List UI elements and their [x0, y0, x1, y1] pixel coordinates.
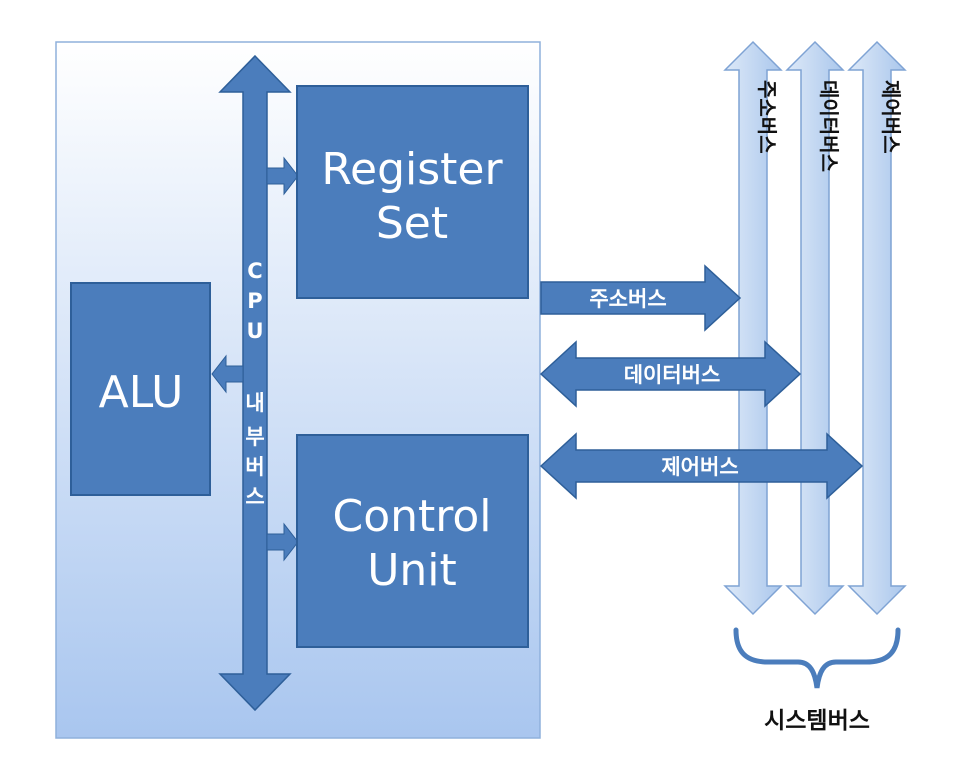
control-unit-label-line2: Unit [367, 545, 457, 596]
data-bus-label: 데이터버스 [624, 363, 721, 387]
address-bus: 주소버스 [540, 264, 742, 332]
register-set-block: Register Set [296, 85, 529, 299]
cpu-internal-bus-arrow [218, 54, 292, 712]
data-bus: 데이터버스 [539, 340, 802, 408]
system-bus-caption: 시스템버스 [764, 708, 870, 734]
connector-arrow-to-control-unit [266, 522, 299, 562]
system-control-bus-label: 제어버스 [879, 80, 903, 154]
control-unit-block: Control Unit [296, 434, 529, 648]
system-data-bus-label: 데이터버스 [817, 80, 841, 172]
address-bus-label: 주소버스 [589, 287, 666, 311]
internal-bus-char: U [246, 319, 263, 343]
address-bus-arrow [540, 264, 742, 332]
internal-bus-char: P [247, 289, 262, 313]
internal-bus-char: 부 [245, 425, 264, 449]
control-unit-label-line1: Control [332, 491, 491, 542]
system-control-bus-arrow [847, 40, 907, 616]
connector-arrow-to-alu [211, 354, 244, 394]
connector-arrow-to-register-set [266, 156, 299, 196]
cpu-internal-bus-label: C P U 내 부 버 스 [245, 259, 264, 509]
register-set-label-line2: Set [376, 198, 448, 249]
system-bus-brace [733, 627, 901, 689]
control-bus-arrow [539, 432, 864, 500]
internal-bus-char: C [247, 259, 262, 283]
internal-bus-char: 버 [245, 455, 264, 479]
control-bus: 제어버스 [539, 432, 864, 500]
alu-block: ALU [70, 282, 211, 496]
alu-label: ALU [99, 367, 184, 418]
internal-bus-char: 스 [245, 485, 264, 509]
control-bus-label: 제어버스 [661, 455, 738, 479]
data-bus-arrow [539, 340, 802, 408]
register-set-label-line1: Register [321, 144, 503, 195]
system-address-bus-label: 주소버스 [755, 80, 779, 154]
system-bus-arrows: 주소버스 데이터버스 제어버스 [723, 40, 907, 616]
internal-bus-char: 내 [245, 391, 264, 415]
